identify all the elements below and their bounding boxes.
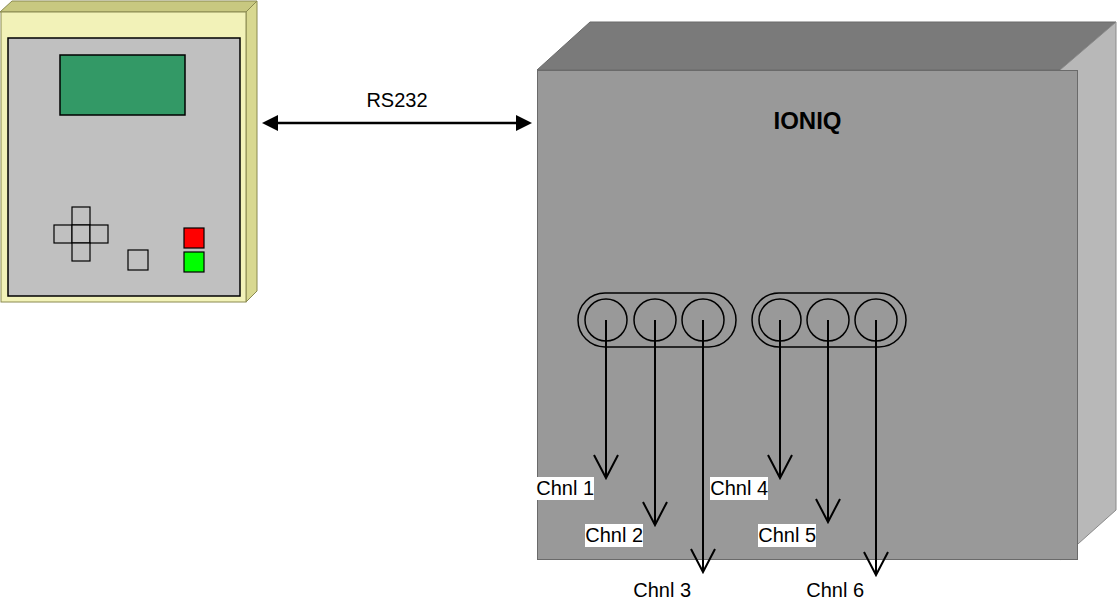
- device-top: [0, 1, 257, 12]
- rs232-link: [262, 115, 532, 131]
- direction-pad: [54, 207, 108, 261]
- device-front: [1, 12, 246, 302]
- red-button: [184, 228, 204, 248]
- device-name: IONIQ: [538, 107, 1077, 135]
- green-button: [184, 252, 204, 272]
- channel-label: Chnl 1: [536, 477, 594, 500]
- housing-top: [537, 22, 1116, 70]
- device-panel: [8, 38, 240, 296]
- channel-label: Chnl 6: [806, 579, 864, 602]
- small-button: [128, 250, 148, 270]
- channel-label: Chnl 2: [585, 524, 643, 547]
- device-side: [246, 1, 257, 302]
- interface-label: RS232: [366, 89, 427, 112]
- device-box: IONIQ: [537, 70, 1078, 560]
- device-screen: [60, 55, 185, 115]
- ioniq-housing: [537, 22, 1116, 560]
- controller-device: [0, 1, 257, 302]
- channel-label: Chnl 5: [758, 524, 816, 547]
- channel-label: Chnl 4: [710, 477, 768, 500]
- channel-label: Chnl 3: [633, 579, 691, 602]
